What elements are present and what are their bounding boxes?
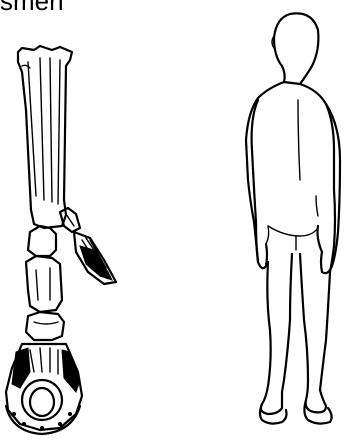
human-torso bbox=[246, 82, 284, 262]
human-figure bbox=[246, 13, 340, 423]
long-pastern-bone bbox=[26, 226, 62, 312]
hoof bbox=[6, 344, 82, 434]
human-leg-right bbox=[300, 254, 326, 412]
human-arm-left bbox=[252, 100, 267, 268]
short-pastern-bone bbox=[26, 312, 64, 340]
horse-leg-skeleton bbox=[6, 46, 116, 434]
human-head bbox=[274, 13, 318, 84]
ergot-tuft bbox=[74, 232, 116, 284]
sesamoid-bones bbox=[60, 208, 80, 232]
human-arm-right bbox=[321, 104, 340, 273]
cannon-bone bbox=[18, 46, 72, 228]
human-leg-left bbox=[261, 262, 282, 414]
